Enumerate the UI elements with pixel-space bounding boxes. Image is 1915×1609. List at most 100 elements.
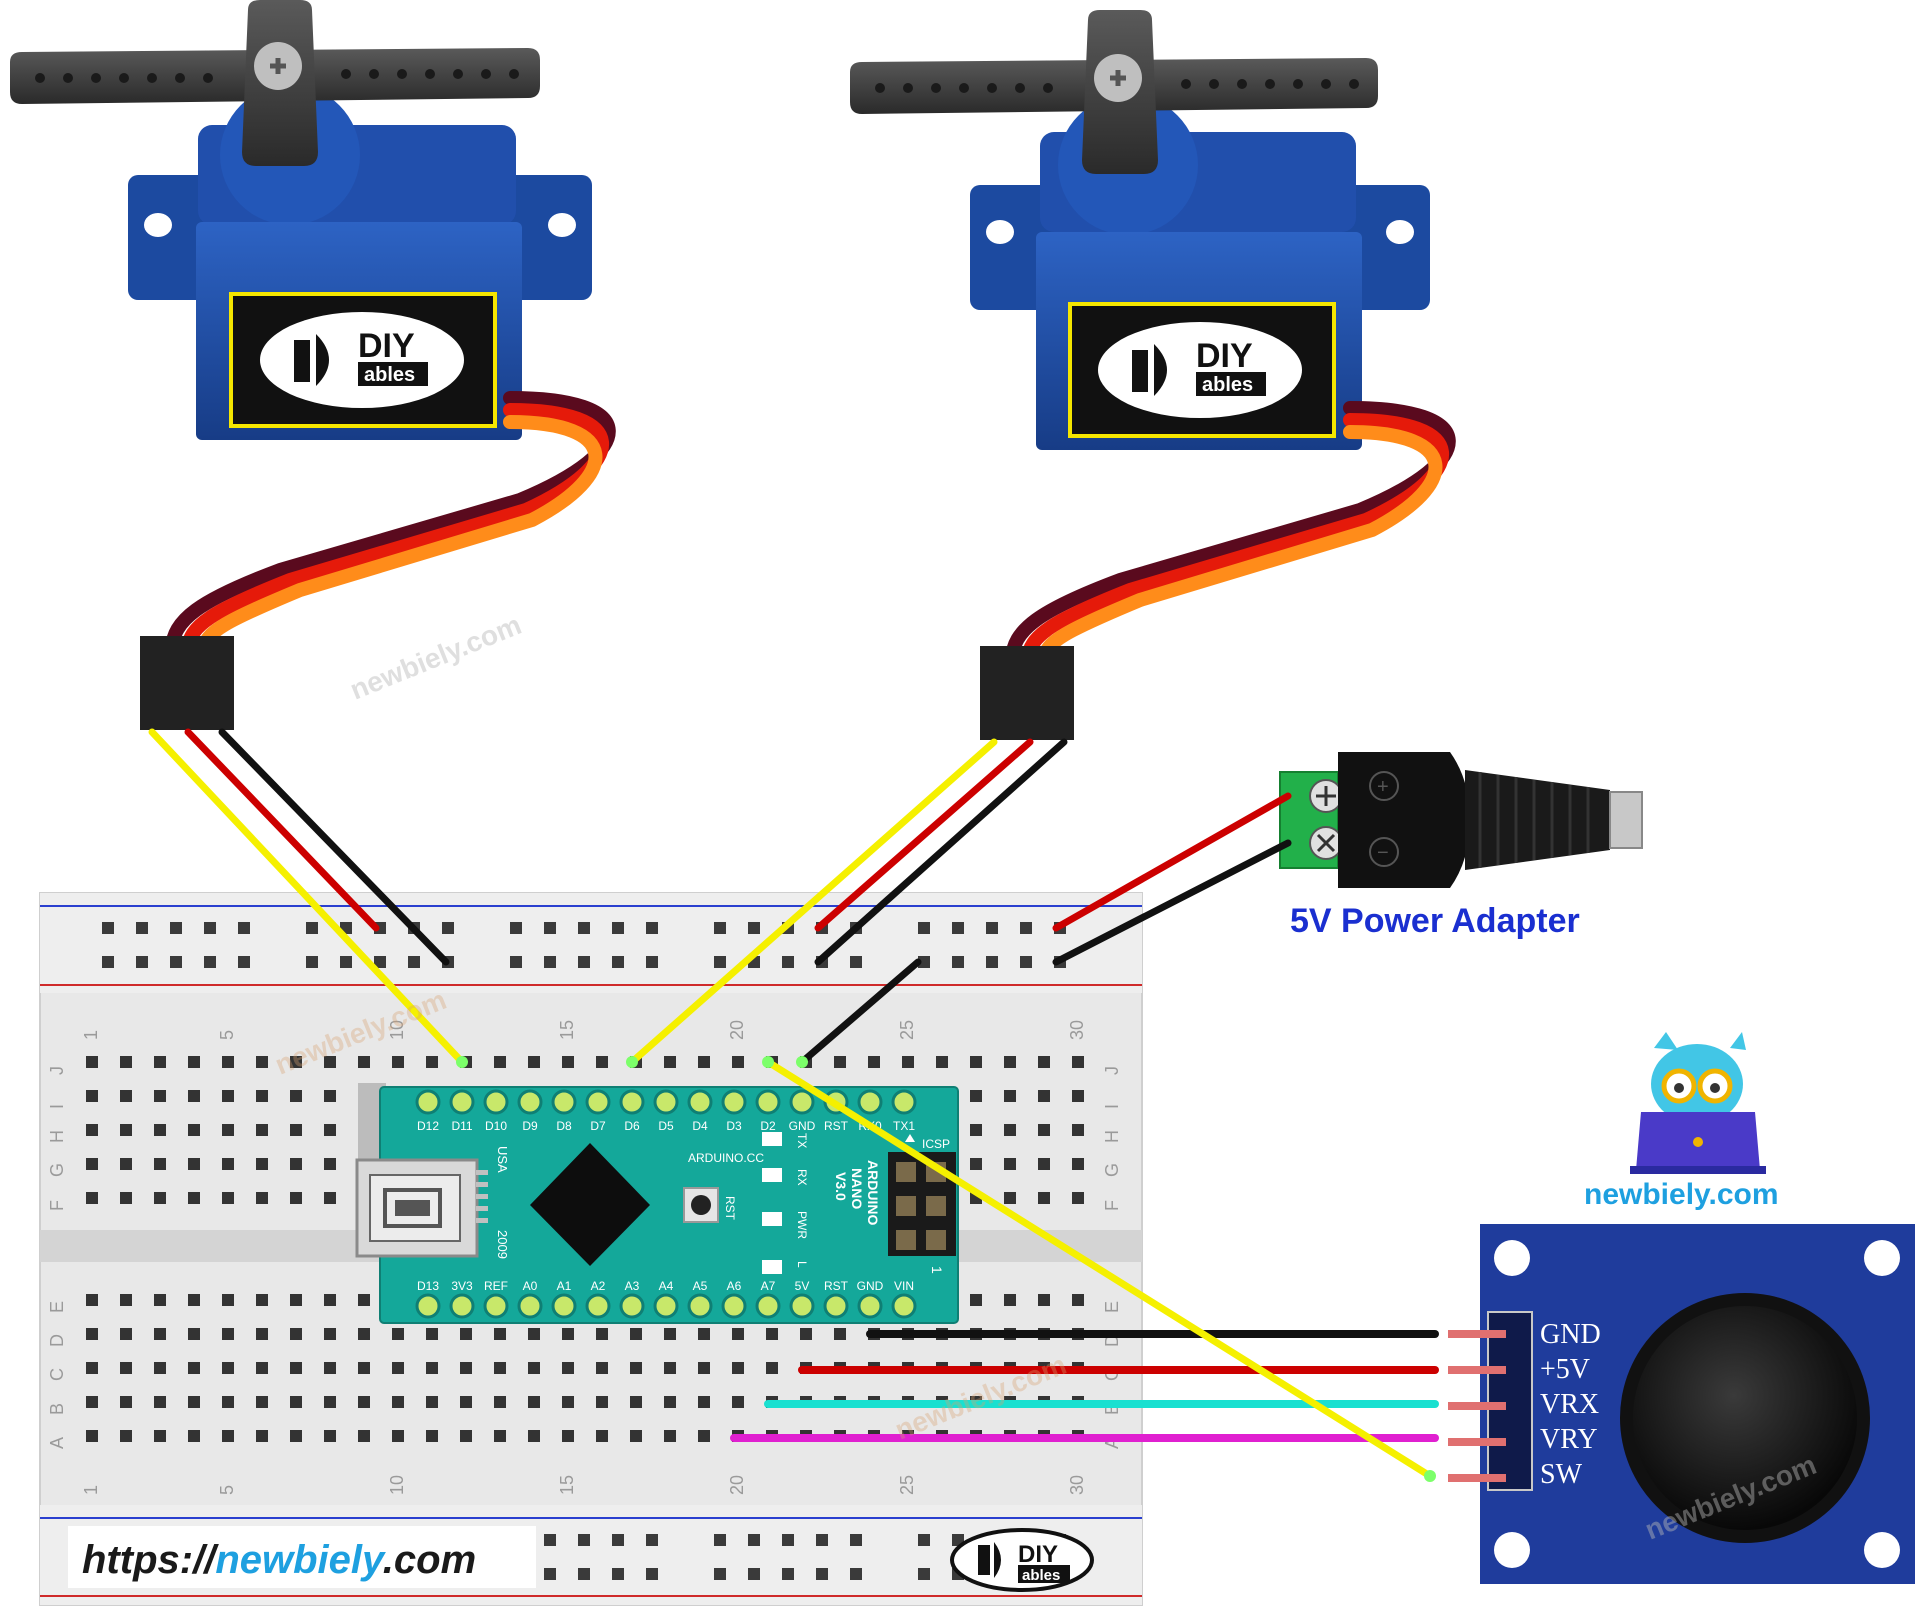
rail-hole	[544, 922, 556, 934]
diyables-mark-icon	[294, 334, 329, 386]
rail-hole	[442, 922, 454, 934]
breadboard-hole	[120, 1090, 132, 1102]
breadboard-hole	[698, 1362, 710, 1374]
servo2-connector	[980, 646, 1074, 740]
rail-hole	[170, 922, 182, 934]
jack-body	[1338, 752, 1470, 888]
breadboard-hole	[800, 1328, 812, 1340]
newbiely-site-label[interactable]: newbiely.com	[1584, 1178, 1779, 1211]
rail-hole	[102, 956, 114, 968]
breadboard-hole	[154, 1328, 166, 1340]
breadboard-hole	[188, 1328, 200, 1340]
horn-hole	[453, 69, 463, 79]
breadboard-hole	[630, 1362, 642, 1374]
column-number: 10	[387, 1475, 407, 1495]
arduino-pin-top	[551, 1089, 577, 1115]
breadboard-hole	[256, 1328, 268, 1340]
joystick-pin-gnd: GND	[1540, 1319, 1601, 1350]
arduino-pin-top	[891, 1089, 917, 1115]
breadboard-hole	[222, 1362, 234, 1374]
rail-hole	[170, 956, 182, 968]
breadboard-hole	[426, 1328, 438, 1340]
jack-tip	[1609, 791, 1643, 849]
breadboard-hole	[290, 1430, 302, 1442]
column-number: 15	[557, 1475, 577, 1495]
servo-horn-holes	[35, 69, 519, 83]
joystick-pin-vrx: VRX	[1540, 1389, 1599, 1420]
arduino-pin-bottom	[755, 1293, 781, 1319]
reset-button-cap[interactable]	[691, 1195, 711, 1215]
breadboard-hole	[290, 1158, 302, 1170]
arduino-pin-bottom	[517, 1293, 543, 1319]
breadboard-hole	[120, 1124, 132, 1136]
url-box	[68, 1526, 536, 1588]
breadboard-hole	[494, 1396, 506, 1408]
arduino-pin-top	[653, 1089, 679, 1115]
arduino-pin-bottom	[619, 1293, 645, 1319]
joystick-pin-header	[1487, 1311, 1533, 1491]
rail-hole	[578, 1534, 590, 1546]
jack-barrel	[1465, 770, 1610, 870]
breadboard-hole	[358, 1362, 370, 1374]
arduino-pin-label: A5	[693, 1279, 708, 1293]
breadboard-hole	[1072, 1294, 1084, 1306]
row-letter: C	[47, 1368, 67, 1381]
breadboard-hole	[324, 1124, 336, 1136]
site-url[interactable]: https://newbiely.com	[82, 1538, 476, 1582]
breadboard-hole	[256, 1294, 268, 1306]
breadboard-hole	[698, 1396, 710, 1408]
arduino-pin-label: D7	[590, 1119, 606, 1133]
breadboard-hole	[1072, 1124, 1084, 1136]
breadboard-hole	[664, 1056, 676, 1068]
row-letter: F	[47, 1200, 67, 1211]
breadboard-hole	[528, 1396, 540, 1408]
breadboard-hole	[222, 1056, 234, 1068]
breadboard-hole	[392, 1328, 404, 1340]
arduino-pin-top	[789, 1089, 815, 1115]
arduino-model-line-3: V3.0	[833, 1172, 849, 1201]
site-url-prefix: https://	[82, 1538, 219, 1582]
wire-servo1-ground	[218, 728, 450, 966]
servo-logo-ables: ables	[1202, 374, 1253, 396]
horn-hole	[1321, 79, 1331, 89]
rail-hole	[578, 922, 590, 934]
breadboard-hole	[324, 1192, 336, 1204]
rail-hole	[646, 956, 658, 968]
icsp-header	[888, 1152, 956, 1256]
breadboard-hole	[1072, 1192, 1084, 1204]
breadboard-hole	[222, 1158, 234, 1170]
horn-hole	[1043, 83, 1053, 93]
rail-hole	[306, 956, 318, 968]
arduino-pin-label: D9	[522, 1119, 538, 1133]
breadboard-hole	[834, 1056, 846, 1068]
breadboard-hole	[494, 1056, 506, 1068]
joystick-pin-sw: SW	[1540, 1459, 1583, 1490]
arduino-nano: TX RX PWR L RST ICSP 1 ARDUINO.CC ARDUIN…	[355, 1083, 959, 1324]
breadboard-hole	[460, 1430, 472, 1442]
mcu-chip	[530, 1143, 650, 1266]
arduino-pin-label: D2	[760, 1119, 776, 1133]
arduino-pin-top	[857, 1089, 883, 1115]
servo2-cable-red	[1021, 413, 1450, 667]
arduino-pin-label: D5	[658, 1119, 674, 1133]
newbiely-logo: newbiely.com	[1584, 1032, 1779, 1211]
breadboard-hole	[154, 1124, 166, 1136]
column-number: 30	[1067, 1020, 1087, 1040]
arduino-pin-label: 5V	[795, 1279, 810, 1293]
breadboard-hole	[324, 1430, 336, 1442]
rail-hole	[748, 922, 760, 934]
horn-hole	[931, 83, 941, 93]
arduino-pin-label: A2	[591, 1279, 606, 1293]
arduino-pin-label: A0	[523, 1279, 538, 1293]
joystick-knob[interactable]	[1633, 1306, 1857, 1530]
horn-hole	[1209, 79, 1219, 89]
servo1-cable-brown	[165, 391, 616, 657]
breadboard-hole	[970, 1090, 982, 1102]
horn-hole	[119, 73, 129, 83]
wire-endpoints	[456, 1056, 1436, 1482]
breadboard-hole	[256, 1056, 268, 1068]
dc-power-adapter: + − 5V Power Adapter	[1279, 752, 1643, 940]
breadboard-hole	[426, 1396, 438, 1408]
arduino-pin-bottom	[653, 1293, 679, 1319]
servo-logo-ables: ables	[364, 364, 415, 386]
